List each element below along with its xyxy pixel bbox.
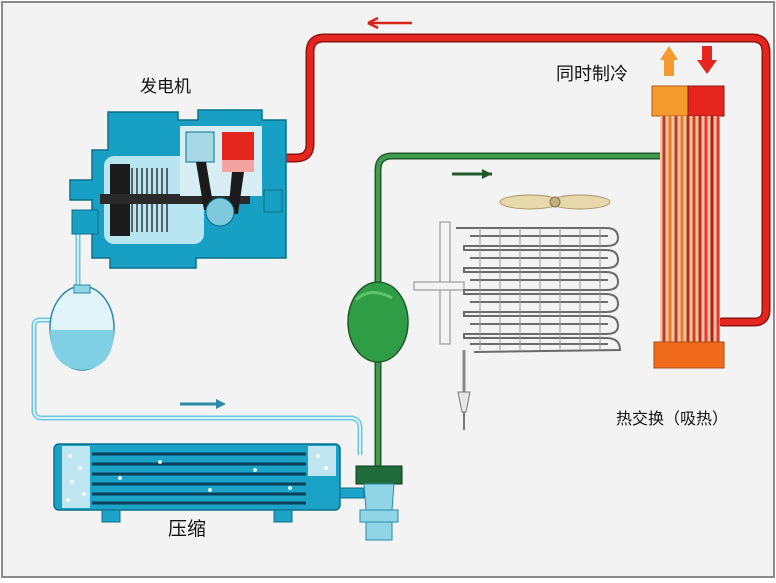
compressor-unit: [53, 443, 341, 523]
heat-exchange-label: 热交换（吸热）: [616, 409, 729, 428]
down-arrow-icon: [697, 46, 717, 74]
generator-machine: [69, 109, 287, 269]
heat-exchanger: [651, 85, 725, 369]
flow-arrow-right-icon: [180, 399, 226, 409]
fan-icon: [499, 194, 611, 210]
expansion-valve: [339, 465, 403, 541]
green-refrigerant-line: [374, 152, 664, 470]
accumulator-tank: [49, 284, 115, 371]
up-arrow-icon: [660, 46, 678, 76]
simultaneous-cooling-label: 同时制冷: [556, 64, 628, 85]
compression-label: 压缩: [168, 518, 207, 540]
flow-arrow-left-icon: [367, 16, 412, 30]
generator-label: 发电机: [140, 77, 191, 97]
hot-refrigerant-line: [253, 33, 771, 327]
receiver-tank: [347, 281, 409, 363]
flow-arrow-right-icon: [452, 169, 492, 179]
evaporator-coil: [413, 221, 622, 430]
